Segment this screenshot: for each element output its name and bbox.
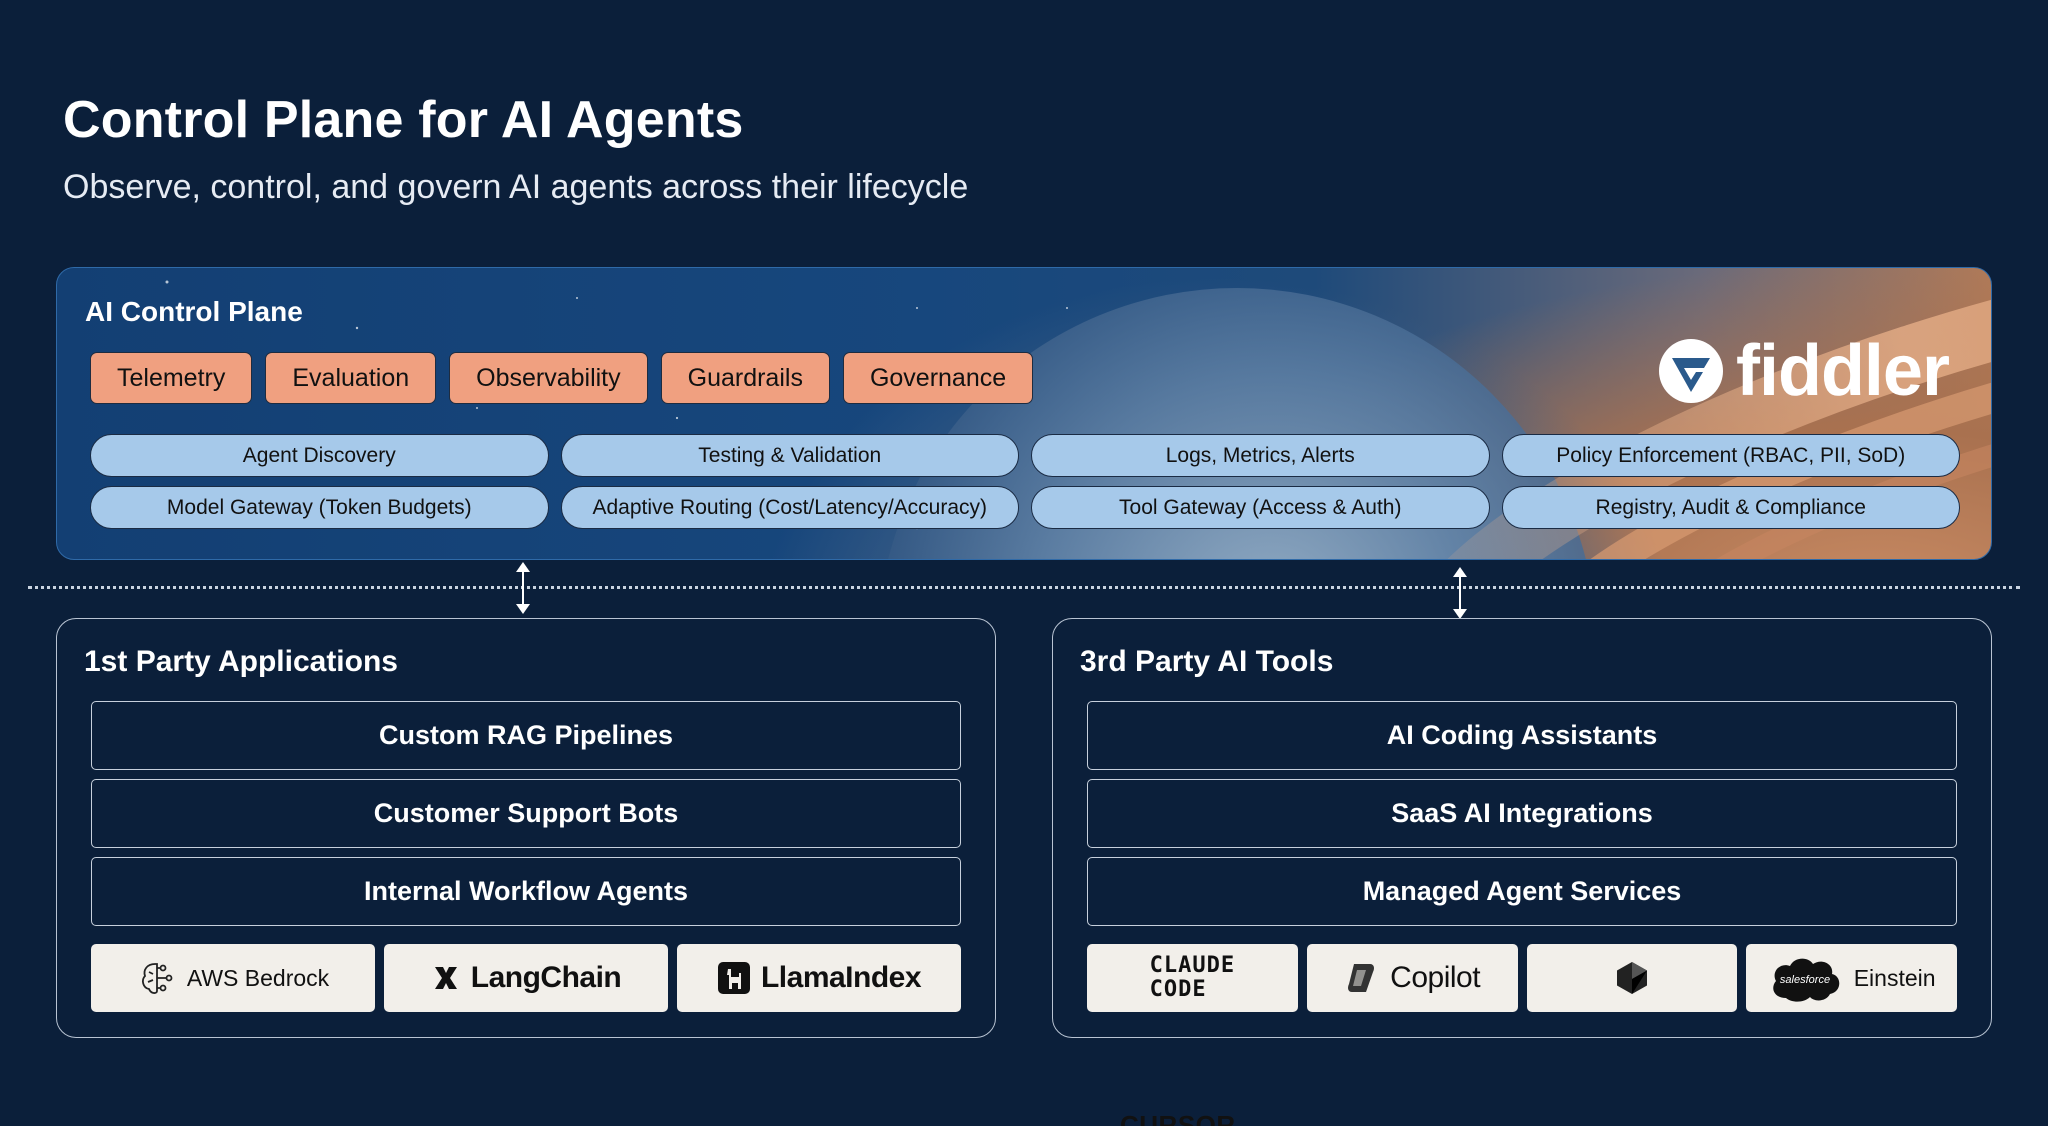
dotted-divider xyxy=(28,586,2020,589)
third-party-list: AI Coding Assistants SaaS AI Integration… xyxy=(1087,701,1957,926)
first-party-item: Internal Workflow Agents xyxy=(91,857,961,926)
logo-llamaindex: LlamaIndex xyxy=(677,944,961,1012)
langchain-icon xyxy=(434,967,457,989)
logo-copilot: Copilot xyxy=(1306,944,1518,1012)
logo-salesforce-einstein: salesforce Einstein xyxy=(1746,944,1957,1012)
salesforce-badge-text: salesforce xyxy=(1780,974,1830,986)
fiddler-wordmark: fiddler xyxy=(1735,331,1950,411)
pillar-guardrails: Guardrails xyxy=(660,352,830,404)
capability-item: Logs, Metrics, Alerts xyxy=(1031,434,1490,477)
logo-label-line: CLAUDE xyxy=(1149,953,1236,978)
logo-label: CLAUDE CODE xyxy=(1150,954,1235,1002)
bidirectional-arrow-icon xyxy=(1453,567,1467,619)
first-party-logos: AWS Bedrock LangChain LlamaIndex xyxy=(91,944,961,1012)
fiddler-logo: fiddler xyxy=(1658,330,1950,412)
control-plane-title: AI Control Plane xyxy=(85,296,303,327)
first-party-title: 1st Party Applications xyxy=(84,645,398,678)
third-party-item: Managed Agent Services xyxy=(1087,857,1957,926)
capability-item: Tool Gateway (Access & Auth) xyxy=(1031,486,1490,529)
capability-grid: Agent Discovery Testing & Validation Log… xyxy=(90,434,1960,529)
first-party-panel: 1st Party Applications Custom RAG Pipeli… xyxy=(56,618,996,1038)
capability-item: Agent Discovery xyxy=(90,434,549,477)
logo-label-line: CODE xyxy=(1149,977,1207,1002)
bidirectional-arrow-icon xyxy=(516,562,530,614)
capability-item: Policy Enforcement (RBAC, PII, SoD) xyxy=(1501,434,1960,477)
third-party-item: AI Coding Assistants xyxy=(1087,701,1957,770)
page-subtitle: Observe, control, and govern AI agents a… xyxy=(63,168,969,206)
logo-aws-bedrock: AWS Bedrock xyxy=(91,944,375,1012)
third-party-logos: CLAUDE CODE Copilot CURSOR salesforce xyxy=(1087,944,1957,1126)
logo-label: AWS Bedrock xyxy=(186,964,330,991)
capability-item: Registry, Audit & Compliance xyxy=(1501,486,1960,529)
logo-label: LangChain xyxy=(470,961,622,994)
copilot-icon xyxy=(1348,964,1375,992)
pillar-governance: Governance xyxy=(842,352,1034,404)
logo-claude-code: CLAUDE CODE xyxy=(1087,944,1298,1012)
logo-label: Copilot xyxy=(1390,961,1481,994)
logo-label: CURSOR xyxy=(1120,1110,1236,1126)
logo-cursor: CURSOR xyxy=(1120,944,1738,1126)
pillar-telemetry: Telemetry xyxy=(90,352,253,404)
fiddler-shield-icon xyxy=(1658,339,1723,403)
llama-icon xyxy=(717,962,750,994)
first-party-item: Custom RAG Pipelines xyxy=(91,701,961,770)
brain-circuit-icon xyxy=(141,963,173,994)
capability-item: Testing & Validation xyxy=(560,434,1019,477)
first-party-list: Custom RAG Pipelines Customer Support Bo… xyxy=(91,701,961,926)
third-party-title: 3rd Party AI Tools xyxy=(1080,645,1334,678)
capability-item: Adaptive Routing (Cost/Latency/Accuracy) xyxy=(560,486,1019,529)
third-party-item: SaaS AI Integrations xyxy=(1087,779,1957,848)
logo-label: LlamaIndex xyxy=(760,961,922,994)
capability-item: Model Gateway (Token Budgets) xyxy=(90,486,549,529)
logo-label: Einstein xyxy=(1853,964,1936,991)
pillar-evaluation: Evaluation xyxy=(265,352,437,404)
cursor-cube-icon xyxy=(1616,962,1647,994)
pillar-observability: Observability xyxy=(449,352,648,404)
first-party-item: Customer Support Bots xyxy=(91,779,961,848)
third-party-panel: 3rd Party AI Tools AI Coding Assistants … xyxy=(1052,618,1992,1126)
control-plane-panel: AI Control Plane Telemetry Evaluation Ob… xyxy=(56,267,1992,560)
logo-langchain: LangChain xyxy=(384,944,668,1012)
salesforce-cloud-icon: salesforce xyxy=(1772,958,1839,1002)
pillar-list: Telemetry Evaluation Observability Guard… xyxy=(90,352,1034,404)
page-title: Control Plane for AI Agents xyxy=(63,91,744,149)
